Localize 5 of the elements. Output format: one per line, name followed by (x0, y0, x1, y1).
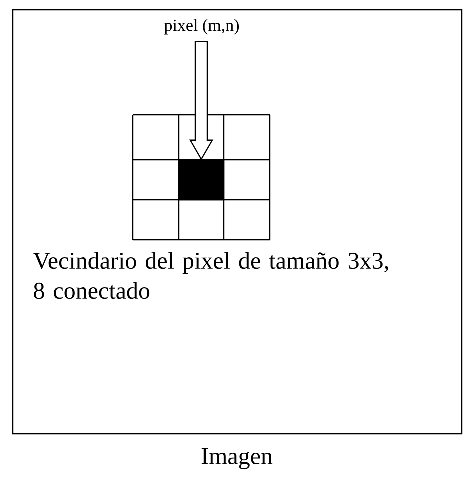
center-pixel (178, 159, 225, 201)
description-text: Vecindario del pixel de tamaño 3x3, 8 conectado (33, 252, 388, 300)
frame-caption: Imagen (202, 448, 273, 470)
pixel-label: pixel (m,n) (164, 19, 240, 35)
block-arrow (189, 41, 214, 161)
